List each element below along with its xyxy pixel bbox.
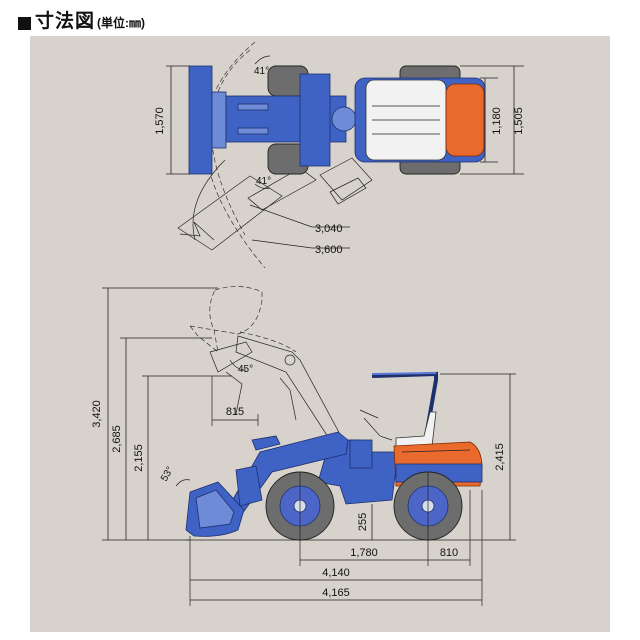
top-view (166, 41, 524, 269)
label-tread: 1,180 (491, 107, 503, 135)
page-title: 寸法図 (35, 11, 96, 32)
turning-arc-blade (192, 159, 226, 241)
label-steer-angle-right: 41° (256, 176, 271, 187)
label-overall-height: 2,415 (494, 443, 506, 471)
unit-label: (単位:㎜) (97, 16, 146, 30)
label-turning-radius-inner: 3,040 (315, 223, 343, 235)
top-engine-hood (445, 83, 485, 157)
raised-bucket-outline (209, 286, 263, 335)
label-max-lift-height: 3,420 (91, 400, 103, 428)
heading-square-icon (18, 17, 31, 30)
label-steer-angle-left: 41° (254, 66, 269, 77)
seat (395, 411, 437, 449)
side-view (102, 286, 516, 606)
dump-angle-arc (229, 359, 247, 371)
label-dump-reach: 815 (226, 406, 244, 418)
label-wheelbase: 1,780 (350, 547, 378, 559)
label-overall-length-2: 4,165 (322, 587, 350, 599)
label-dump-angle: 45° (238, 364, 253, 375)
top-blade (188, 65, 213, 175)
label-hinge-pin-height: 2,685 (111, 425, 123, 453)
radius-leader-inner (249, 204, 313, 228)
label-turning-radius-outer: 3,600 (315, 244, 343, 256)
label-ground-clearance: 255 (357, 513, 369, 531)
radius-leader-outer (251, 239, 313, 249)
heading: 寸法図 (単位:㎜) (18, 9, 145, 33)
label-overall-length-1: 4,140 (322, 567, 350, 579)
label-dump-clearance: 2,155 (133, 444, 145, 472)
label-rear-overhang: 810 (440, 547, 458, 559)
label-rollback-angle: 53° (159, 465, 176, 484)
label-overall-width: 1,505 (513, 107, 525, 135)
rollback-angle-arc (175, 479, 191, 487)
label-blade-width: 1,570 (154, 107, 166, 135)
lift-arm (227, 431, 349, 515)
turned-machine-outline (177, 157, 373, 251)
